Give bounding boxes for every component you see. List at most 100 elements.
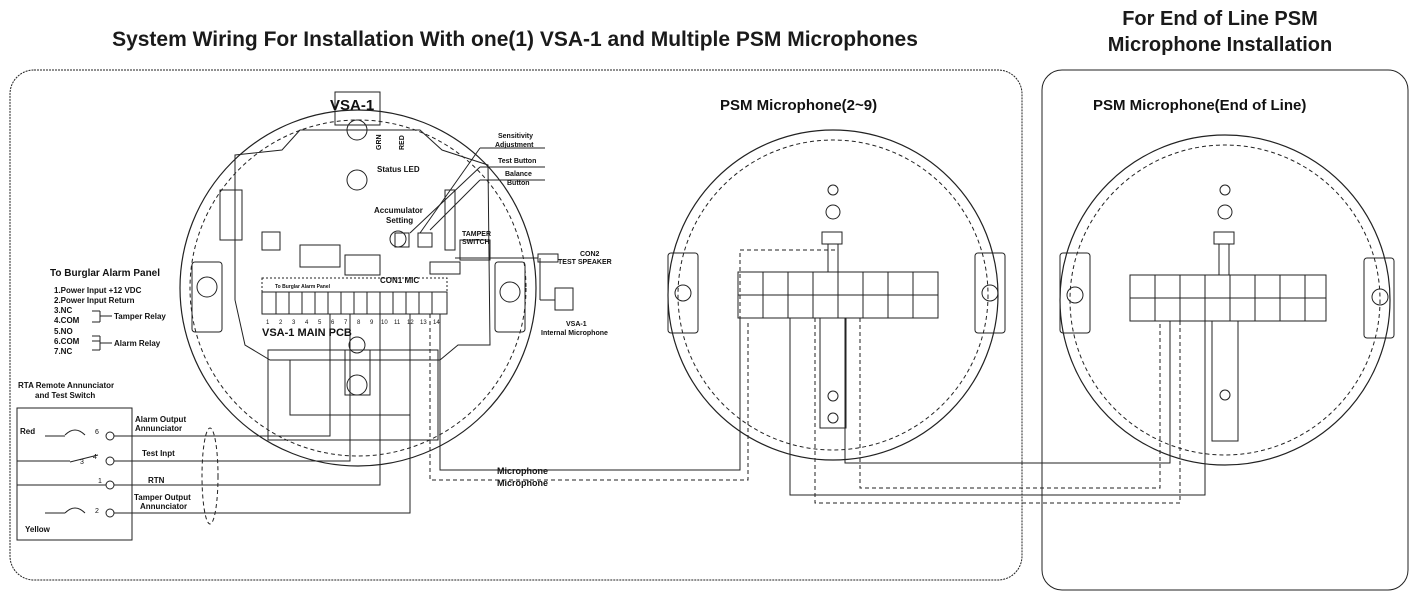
psm-right-tab bbox=[974, 252, 1006, 334]
rta-wires bbox=[114, 314, 411, 514]
terminal-number: 3 bbox=[292, 320, 296, 326]
internal-mic-label-2: Internal Microphone bbox=[541, 330, 608, 337]
terminal-number: 14 bbox=[433, 320, 440, 326]
psm-eol-right-tab bbox=[1363, 257, 1395, 339]
psm-unit bbox=[667, 129, 1006, 461]
terminal-number: 4 bbox=[305, 320, 309, 326]
terminal-number: 6 bbox=[331, 320, 335, 326]
rta-wire-bundle bbox=[201, 427, 219, 525]
psm-inner-ring bbox=[677, 139, 989, 451]
vsa-top-hole bbox=[346, 119, 368, 141]
rta-red-lamp bbox=[64, 429, 86, 436]
vsa-terminal-header-box bbox=[261, 277, 448, 293]
eol-panel-frame bbox=[1041, 69, 1409, 591]
eol-title: For End of Line PSM Microphone Installat… bbox=[1040, 6, 1400, 58]
terminal-number: 7 bbox=[344, 320, 348, 326]
grn-label: GRN bbox=[376, 134, 383, 150]
accumulator-label-1: Accumulator bbox=[374, 206, 423, 215]
burglar-item: 6.COM bbox=[54, 337, 80, 346]
microphone-wire-label-2: Microphone bbox=[497, 478, 548, 488]
burglar-item: 4.COM bbox=[54, 316, 80, 325]
vsa-component-b bbox=[299, 244, 341, 268]
vsa-unit bbox=[179, 91, 574, 467]
burglar-relay-brackets bbox=[92, 310, 112, 351]
microphone-wiring bbox=[429, 249, 1206, 504]
alarm-relay-label: Alarm Relay bbox=[114, 339, 161, 348]
vsa-component-c bbox=[344, 254, 381, 276]
rta-title-1: RTA Remote Annunciator bbox=[18, 381, 114, 390]
psm-eol-unit bbox=[1059, 134, 1395, 466]
test-button-box bbox=[394, 232, 410, 248]
alarm-output-label-1: Alarm Output bbox=[135, 415, 186, 424]
vsa-right-tab bbox=[494, 261, 526, 333]
balance-label-2: Button bbox=[507, 180, 530, 187]
balance-button-box bbox=[417, 232, 433, 248]
vsa-top-mount bbox=[334, 91, 381, 126]
rta-pin: 2 bbox=[95, 508, 99, 515]
main-panel-frame bbox=[9, 69, 1023, 581]
vsa-mid-hole bbox=[346, 169, 368, 191]
main-title: System Wiring For Installation With one(… bbox=[112, 28, 918, 51]
tamper-label-1: TAMPER bbox=[462, 231, 491, 238]
vsa-title: VSA-1 bbox=[330, 97, 374, 114]
burglar-panel-title: To Burglar Alarm Panel bbox=[50, 268, 160, 279]
burglar-item: 5.NO bbox=[54, 327, 73, 336]
rta-pin: 1 bbox=[98, 478, 102, 485]
status-led-label: Status LED bbox=[377, 165, 420, 174]
psm-left-tab bbox=[667, 252, 699, 334]
rtn-label: RTN bbox=[148, 476, 165, 485]
psm-eol-lower-strip bbox=[1211, 320, 1239, 442]
tamper-relay-label: Tamper Relay bbox=[114, 312, 166, 321]
psm-eol-title: PSM Microphone(End of Line) bbox=[1093, 97, 1306, 114]
red-label: RED bbox=[399, 135, 406, 150]
burglar-items: 1.Power Input +12 VDC 2.Power Input Retu… bbox=[54, 286, 142, 356]
tamper-switch-body bbox=[459, 239, 491, 261]
psm-title: PSM Microphone(2~9) bbox=[720, 97, 877, 114]
eol-title-line2: Microphone Installation bbox=[1107, 34, 1333, 56]
con1-label: CON1 MIC bbox=[380, 276, 419, 285]
rta-box bbox=[16, 407, 219, 541]
psm-microphone-capsule bbox=[821, 231, 843, 245]
vsa-pcb-label: VSA-1 MAIN PCB bbox=[262, 327, 352, 339]
terminal-number: 13 bbox=[420, 320, 427, 326]
rta-red-label: Red bbox=[20, 427, 35, 436]
internal-microphone bbox=[554, 287, 574, 311]
rta-yellow-label: Yellow bbox=[25, 525, 51, 534]
alarm-output-label-2: Annunciator bbox=[135, 424, 182, 433]
burglar-item: 2.Power Input Return bbox=[54, 296, 135, 305]
tamper-output-label-2: Annunciator bbox=[140, 502, 187, 511]
vsa-screw-center bbox=[348, 336, 366, 354]
burglar-item: 3.NC bbox=[54, 306, 72, 315]
vsa-component-a bbox=[261, 231, 281, 251]
psm-eol-inner-ring bbox=[1069, 144, 1381, 456]
rta-pin-numbers: 6 4 3 1 2 bbox=[80, 429, 102, 515]
sensitivity-label-1: Sensitivity bbox=[498, 133, 533, 140]
terminal-number: 10 bbox=[381, 320, 388, 326]
terminal-number: 5 bbox=[318, 320, 322, 326]
terminal-header-label: To Burglar Alarm Panel bbox=[275, 284, 331, 290]
con2-plug bbox=[537, 253, 559, 263]
terminal-number: 8 bbox=[357, 320, 361, 326]
terminal-number: 11 bbox=[394, 320, 401, 326]
tamper-label-2: SWITCH bbox=[462, 239, 490, 246]
con2-label-2: TEST SPEAKER bbox=[558, 259, 612, 266]
terminal-number: 12 bbox=[407, 320, 414, 326]
terminal-number: 2 bbox=[279, 320, 283, 326]
test-button-label: Test Button bbox=[498, 158, 536, 165]
internal-mic-label-1: VSA-1 bbox=[566, 321, 587, 328]
vsa-bottom-hole bbox=[346, 374, 368, 396]
vsa-left-tab bbox=[191, 261, 223, 333]
vsa-pcb-outline bbox=[234, 129, 491, 361]
sensitivity-label-2: Adjustment bbox=[495, 142, 534, 149]
rta-pin: 3 bbox=[80, 459, 84, 466]
vsa-outer-ring bbox=[179, 109, 537, 467]
con1-mic-connector bbox=[429, 261, 461, 275]
accumulator-label-2: Setting bbox=[386, 216, 413, 225]
terminal-number: 9 bbox=[370, 320, 374, 326]
rta-outline bbox=[16, 407, 133, 541]
eol-title-line1: For End of Line PSM bbox=[1122, 8, 1318, 30]
balance-label-1: Balance bbox=[505, 171, 532, 178]
vsa-terminal-numbers: 1 2 3 4 5 6 7 8 9 10 11 12 13 14 bbox=[266, 320, 440, 326]
test-input-label: Test Inpt bbox=[142, 449, 175, 458]
